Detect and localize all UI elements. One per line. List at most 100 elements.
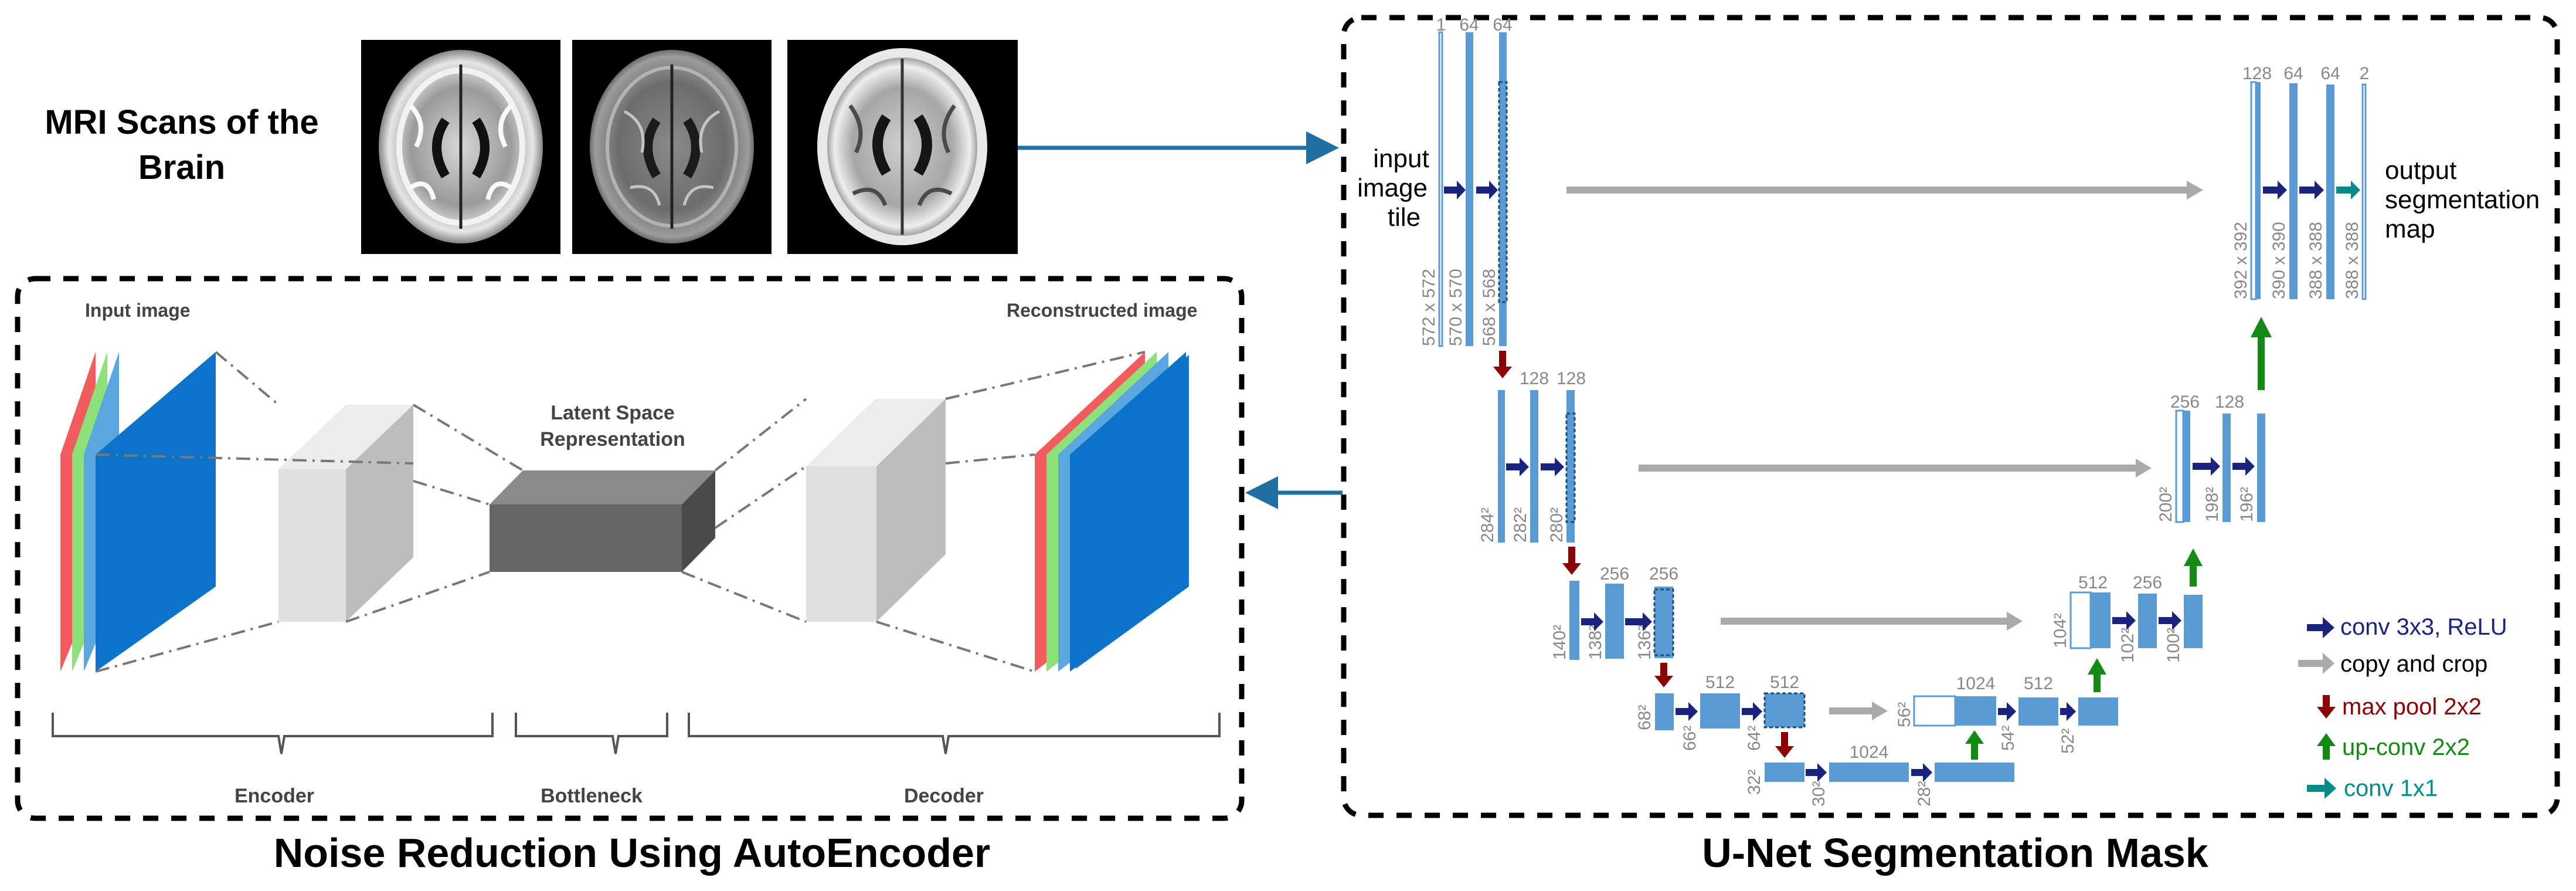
size-label: 284² [1478,507,1497,543]
maxpool-arrows [1493,351,1794,758]
size-label: 136² [1635,625,1654,660]
unet-caption: U-Net Segmentation Mask [1702,830,2208,876]
size-label: 388 x 388 [2306,222,2326,299]
unet-level3-up: 512 256 104² 102² 100² [2051,573,2203,663]
size-label: 200² [2156,487,2176,522]
input-image-stack [60,352,216,672]
legend-conv-icon [2307,617,2334,638]
decoder-block [806,399,946,622]
feature-map [2257,414,2265,522]
size-label: 100² [2164,628,2183,663]
size-label: 66² [1680,726,1700,751]
channel-count: 512 [1770,673,1799,692]
unet-level4-up: 1024 512 56² 54² 52² [1895,674,2118,754]
feature-map [1605,584,1624,659]
feature-map [2091,592,2111,648]
crop-region [1763,692,1806,729]
latent-label-line-1: Latent Space [550,402,675,424]
upconv-arrows [1965,317,2272,760]
unet-frame [1341,15,2560,818]
feature-map [1466,32,1473,346]
size-label: 198² [2203,487,2222,522]
unet-level3-down: 256 256 140² 138² 136² [1550,564,1678,660]
feature-map [2250,81,2257,300]
unet-input-label-line-2: image [1357,174,1428,202]
legend-upconv-icon [2317,733,2336,760]
channel-count: 128 [2215,392,2244,412]
size-label: 32² [1745,770,1764,795]
legend-maxpool-label: max pool 2x2 [2342,694,2482,720]
unet-output-label-line-2: segmentation [2385,185,2540,214]
feature-map [1955,696,1996,726]
channel-count: 256 [1600,564,1629,584]
unet-output-label-line-1: output [2385,156,2456,185]
mri-scan-image [787,40,1018,254]
channel-count: 256 [2133,573,2162,592]
size-label: 280² [1547,507,1566,543]
unet-output-label-line-3: map [2385,215,2435,243]
channel-count: 512 [1705,673,1735,692]
mri-scan-image [361,40,560,254]
size-label: 390 x 390 [2269,222,2289,299]
latent-label-line-2: Representation [540,428,685,450]
input-image-label: Input image [85,300,191,321]
feature-map [1499,32,1507,346]
unet-legend: conv 3x3, ReLU copy and crop max pool 2x… [2298,614,2507,801]
size-label: 388 x 388 [2343,222,2362,299]
legend-maxpool-icon [2317,695,2336,719]
feature-map [2069,591,2092,649]
legend-conv-label: conv 3x3, ReLU [2340,614,2507,640]
feature-map [2018,697,2058,726]
feature-map [1765,763,1804,782]
mri-scan-image [572,40,772,254]
autoencoder-frame [15,276,1245,821]
size-label: 56² [1895,702,1914,727]
crop-region [1565,412,1576,523]
feature-map [2184,595,2203,648]
channel-count: 64 [2320,64,2340,83]
unet-level2-down: 128 128 284² 282² 280² [1478,369,1586,543]
size-label: 64² [1745,726,1764,751]
feature-map [1913,695,1956,727]
feature-map [1654,587,1673,658]
feature-map [2289,83,2298,299]
unet-level4-down: 512 512 68² 66² 64² [1635,673,1806,751]
legend-copy-icon [2298,653,2334,674]
size-label: 104² [2051,613,2070,648]
size-label: 54² [1999,726,2018,751]
channel-count: 128 [2242,64,2272,83]
size-label: 570 x 570 [1446,269,1466,346]
channel-count: 1024 [1956,674,1996,693]
feature-map [1498,390,1505,543]
feature-map [1935,763,2014,782]
legend-upconv-label: up-conv 2x2 [2342,734,2470,760]
crop-region [1653,588,1674,656]
channel-count: 64 [2283,64,2303,83]
copy-crop-arrows [1566,181,2203,720]
feature-map [1700,693,1740,729]
size-label: 30² [1809,781,1829,807]
feature-map [1530,390,1538,543]
size-label: 52² [2058,729,2078,754]
unet-level1-up: 128 64 64 2 392 x 392 390 x 390 388 x 38… [2231,64,2369,300]
channel-count: 128 [1520,369,1549,388]
legend-copy-label: copy and crop [2340,651,2487,677]
size-label: 102² [2118,628,2137,663]
legend-conv1x1-label: conv 1x1 [2344,775,2438,801]
size-label: 392 x 392 [2231,222,2251,299]
size-label: 282² [1511,507,1530,543]
size-label: 196² [2237,487,2256,522]
bottleneck-block [490,470,715,572]
feature-map [2138,594,2157,648]
feature-map [2361,83,2367,300]
reconstructed-image-label: Reconstructed image [1007,300,1197,321]
channel-count: 256 [2170,392,2200,412]
unet-level1-down: 1 64 64 572 x 572 570 x 570 568 x 568 [1419,15,1513,347]
feature-map [2222,414,2231,522]
channel-count: 256 [1649,564,1678,584]
crop-region [1498,81,1508,303]
channel-count: 64 [1493,15,1512,35]
channel-count: 64 [1459,15,1479,35]
unet-bottom: 1024 32² 30² 28² [1745,743,2014,807]
